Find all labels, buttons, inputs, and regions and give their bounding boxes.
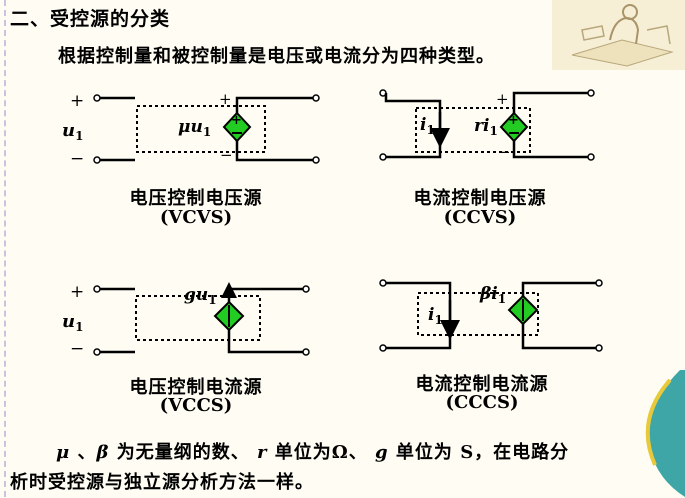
svg-text:+: +: [508, 113, 519, 128]
vcvs-out-plus: +: [219, 90, 232, 108]
footer-line-2: 析时受控源与独立源分析方法一样。: [10, 472, 314, 493]
vcvs-dependent-voltage-source-icon: [222, 111, 252, 143]
vccs-control-label: u1: [62, 311, 83, 334]
vccs-diagram: + − u1 gu1: [62, 282, 310, 359]
ccvs-abbreviation: (CCVS): [443, 207, 517, 228]
vccs-source-label: gu1: [184, 285, 217, 307]
vcvs-minus-label: −: [70, 149, 84, 169]
vcvs-source-label: μu1: [178, 117, 211, 139]
vcvs-out-minus: −: [220, 146, 233, 164]
vcvs-plus-label: +: [70, 91, 84, 111]
section-subtitle: 根据控制量和被控制量是电压或电流分为四种类型。: [58, 46, 495, 67]
person-at-desk-illustration: [552, 0, 685, 70]
cccs-caption: 电流控制电流源: [415, 374, 549, 395]
vcvs-caption: 电压控制电压源: [129, 188, 263, 209]
ccvs-caption: 电流控制电压源: [413, 188, 547, 209]
cccs-diagram: i1 βi1: [379, 279, 603, 352]
vccs-minus-label: −: [70, 339, 84, 359]
cccs-source-label: βi1: [479, 284, 506, 306]
vccs-plus-label: +: [70, 282, 84, 302]
section-title: 二、受控源的分类: [10, 8, 171, 30]
vcvs-abbreviation: (VCVS): [159, 207, 233, 228]
ccvs-diagram: + i1 ri1 + −: [379, 89, 595, 161]
cccs-control-label: i1: [428, 305, 443, 327]
vccs-abbreviation: (VCCS): [159, 395, 233, 416]
ccvs-out-plus: +: [496, 90, 509, 108]
cccs-abbreviation: (CCCS): [445, 392, 519, 413]
ccvs-out-minus: −: [498, 143, 511, 161]
ccvs-dependent-voltage-source-icon: [499, 111, 529, 143]
vcvs-control-label: u1: [62, 120, 83, 143]
vcvs-diagram: + + − u1 μu1 + −: [62, 90, 320, 169]
footer-note: μ 、β 为无量纲的数、 r 单位为Ω、 g 单位为 S，在电路分 析时受控源与…: [10, 438, 675, 498]
footer-line-1: μ 、β 为无量纲的数、 r 单位为Ω、 g 单位为 S，在电路分: [56, 442, 570, 463]
svg-text:+: +: [231, 113, 242, 128]
vccs-caption: 电压控制电流源: [129, 377, 263, 398]
ccvs-control-label: i1: [420, 115, 435, 137]
page-left-border: [4, 0, 6, 497]
decorative-swirl: [645, 370, 685, 497]
ccvs-source-label: ri1: [474, 116, 498, 138]
